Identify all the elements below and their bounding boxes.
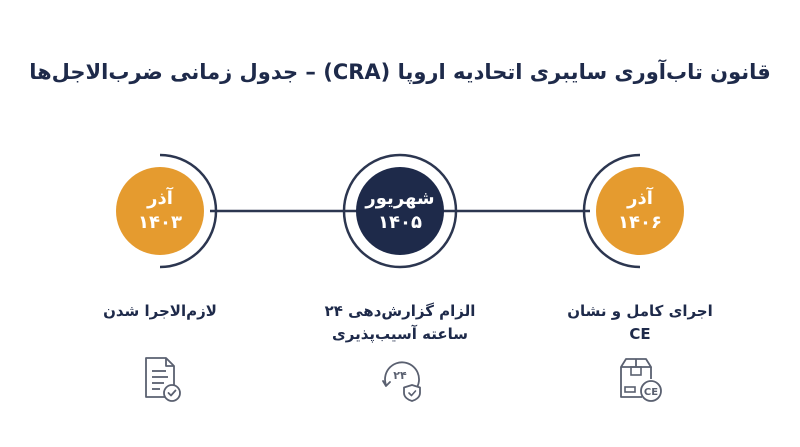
milestone-month-2: شهریور (365, 188, 435, 209)
24h-shield-icon: ۲۴ (382, 361, 421, 402)
milestone-circle-2: شهریور ۱۴۰۵ (356, 167, 444, 255)
arc-left (159, 153, 218, 269)
milestone-label-3: اجرای کامل و نشان CE (540, 300, 740, 346)
milestone-circle-3: آذر ۱۴۰۶ (596, 167, 684, 255)
milestone-label-2-line2: ساعته آسیب‌پذیری (332, 325, 468, 343)
milestone-label-2-line1: الزام گزارش‌دهی ۲۴ (324, 302, 476, 320)
milestone-label-2: الزام گزارش‌دهی ۲۴ ساعته آسیب‌پذیری (300, 300, 500, 346)
milestone-year-3: ۱۴۰۶ (618, 212, 662, 233)
box-ce-icon: CE (620, 358, 662, 402)
arc-center-left (342, 153, 401, 269)
milestone-year-2: ۱۴۰۵ (378, 212, 422, 233)
milestone-circle-1: آذر ۱۴۰۳ (116, 167, 204, 255)
page-title: قانون تاب‌آوری سایبری اتحادیه اروپا (CRA… (29, 60, 771, 84)
milestone-month-3: آذر (627, 188, 653, 209)
24h-text: ۲۴ (393, 369, 407, 382)
milestone-label-1-text: لازم‌الاجرا شدن (103, 302, 217, 320)
arc-center-right (399, 153, 458, 269)
milestone-month-1: آذر (147, 188, 173, 209)
milestone-label-3-line2: CE (629, 325, 651, 343)
milestone-label-1: لازم‌الاجرا شدن (60, 300, 260, 323)
arc-right (582, 153, 641, 269)
milestone-label-3-line1: اجرای کامل و نشان (567, 302, 713, 320)
document-check-icon (145, 357, 181, 402)
ce-text: CE (644, 387, 658, 398)
milestone-year-1: ۱۴۰۳ (138, 212, 182, 233)
